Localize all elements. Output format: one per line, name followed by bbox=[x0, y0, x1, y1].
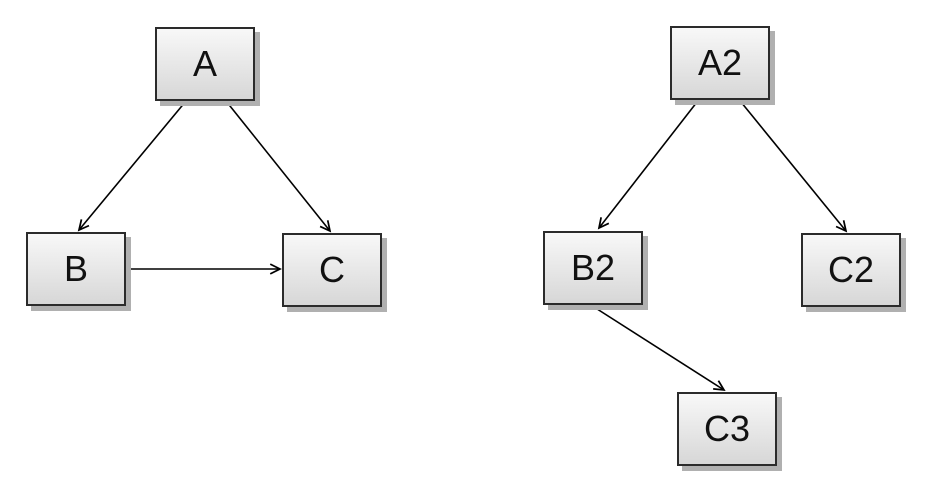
node-B: B bbox=[26, 232, 126, 306]
node-A2: A2 bbox=[670, 26, 770, 100]
node-C: C bbox=[282, 233, 382, 307]
node-C2: C2 bbox=[801, 233, 901, 307]
node-B2: B2 bbox=[543, 231, 643, 305]
node-label: C bbox=[319, 249, 345, 290]
node-C3: C3 bbox=[677, 392, 777, 466]
node-label: A bbox=[192, 43, 217, 84]
edge-B2-C3 bbox=[593, 306, 726, 392]
edge-A-B bbox=[77, 100, 187, 232]
node-label: C2 bbox=[827, 249, 875, 290]
node-A: A bbox=[155, 27, 255, 101]
edge-A-C bbox=[225, 100, 332, 233]
node-label: B bbox=[63, 248, 88, 289]
edge-A2-C2 bbox=[740, 101, 848, 233]
node-label: C3 bbox=[703, 408, 751, 449]
node-label: B2 bbox=[570, 247, 616, 288]
edge-A2-B2 bbox=[597, 101, 698, 230]
node-label: A2 bbox=[697, 42, 743, 83]
